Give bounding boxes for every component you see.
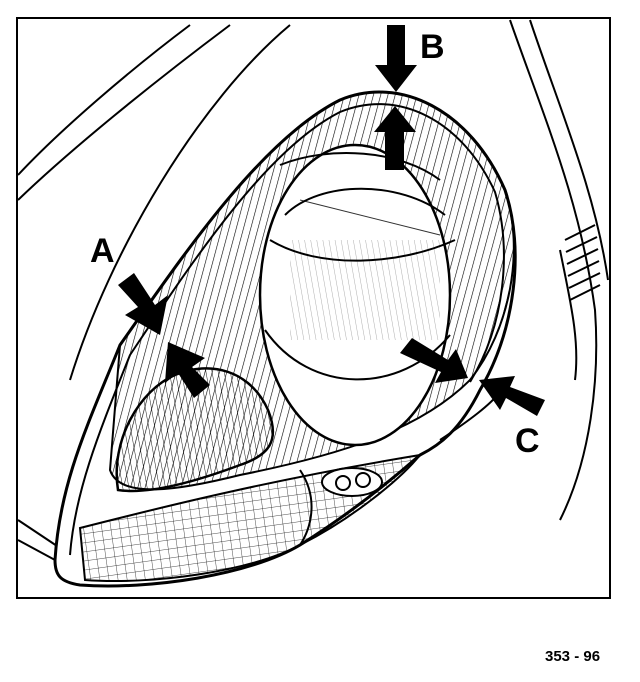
adjuster-screws	[321, 467, 383, 497]
body-panel-lines	[17, 19, 609, 561]
label-a: A	[90, 232, 115, 270]
arrow-a-outer	[118, 273, 168, 335]
figure-frame	[16, 17, 611, 599]
figure-reference: 353 - 96	[545, 648, 601, 665]
label-b: B	[420, 28, 445, 66]
label-c: C	[515, 422, 540, 460]
arrow-b-up	[374, 106, 416, 170]
arrow-c-inner	[400, 338, 468, 383]
arrow-c-outer	[479, 376, 545, 416]
arrow-a-inner	[165, 342, 210, 398]
arrow-b-down	[375, 25, 417, 92]
side-lamp	[115, 367, 275, 493]
grille-slats	[564, 224, 601, 301]
